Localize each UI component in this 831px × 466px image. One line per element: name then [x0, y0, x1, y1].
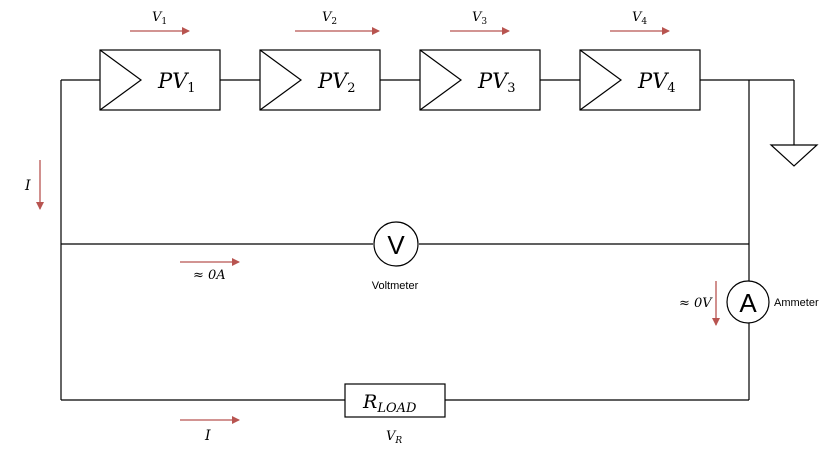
svg-text:V2: V2 [322, 10, 337, 27]
svg-text:PV2: PV2 [317, 69, 356, 96]
pv-module-3-subscript: 3 [507, 81, 515, 96]
load-voltage-subscript: R [394, 436, 402, 446]
current-label-left: I [24, 178, 31, 194]
ammeter-voltage-label: ≈ 0V [679, 296, 713, 311]
ammeter-caption: Ammeter [774, 297, 819, 309]
voltage-label-3: V [472, 10, 483, 25]
voltmeter-caption: Voltmeter [372, 280, 419, 292]
load-resistor-label: R [362, 391, 377, 413]
ground-icon [769, 144, 819, 167]
pv-module-4-subscript: 4 [667, 81, 675, 96]
voltage-label-4-subscript: 4 [641, 17, 647, 27]
svg-text:PV1: PV1 [157, 69, 196, 96]
wires [60, 79, 795, 401]
svg-text:RLOAD: RLOAD [362, 391, 417, 416]
ammeter-symbol: A [739, 288, 757, 318]
pv-module-1-label: PV [157, 69, 189, 93]
ammeter: A [726, 280, 770, 324]
pv-module-3-label: PV [477, 69, 509, 93]
svg-text:PV3: PV3 [477, 69, 516, 96]
current-label-bottom: I [204, 428, 211, 444]
svg-text:VR: VR [386, 429, 402, 446]
voltage-label-2-subscript: 2 [331, 17, 337, 27]
svg-text:V3: V3 [472, 10, 487, 27]
voltage-label-1: V [152, 10, 163, 25]
voltage-label-1-subscript: 1 [161, 17, 167, 27]
voltage-label-3-subscript: 3 [481, 17, 487, 27]
voltage-label-2: V [322, 10, 333, 25]
load-voltage-label: V [386, 429, 397, 444]
pv-module-1-subscript: 1 [187, 81, 195, 96]
voltmeter-symbol: V [387, 230, 405, 260]
svg-text:V4: V4 [632, 10, 647, 27]
load-resistor: RLOAD [344, 383, 446, 418]
pv-module-1: PV1 [99, 49, 221, 111]
svg-text:V1: V1 [152, 10, 167, 27]
svg-text:PV4: PV4 [637, 69, 676, 96]
pv-module-2: PV2 [259, 49, 381, 111]
voltage-label-4: V [632, 10, 643, 25]
pv-module-3: PV3 [419, 49, 541, 111]
voltmeter-current-label: ≈ 0A [193, 268, 226, 283]
voltmeter: V [373, 221, 419, 267]
pv-module-2-subscript: 2 [347, 81, 355, 96]
pv-module-4-label: PV [637, 69, 669, 93]
load-resistor-subscript: LOAD [376, 401, 417, 416]
pv-module-2-label: PV [317, 69, 349, 93]
pv-module-4: PV4 [579, 49, 701, 111]
